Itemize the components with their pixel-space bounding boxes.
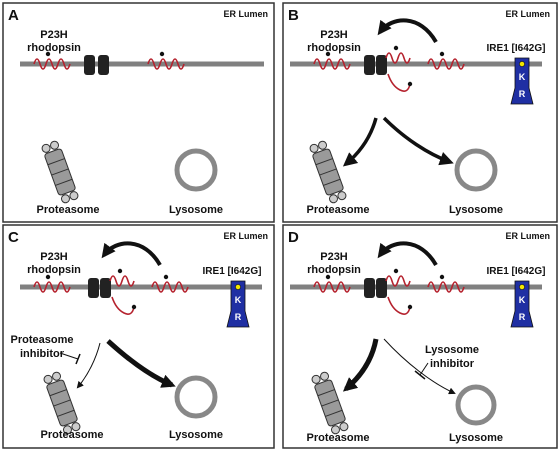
panel-border: [2, 2, 275, 223]
retrotranslocation-arrow: [377, 18, 438, 44]
chaperone-icon: [84, 55, 109, 75]
lysosome-icon: [174, 148, 218, 192]
lysosome-label: Lysosome: [449, 432, 503, 444]
rhodopsin-icon: [313, 51, 351, 70]
retrotranslocation-arrow: [101, 241, 162, 267]
proteasome-arrow: [342, 338, 379, 392]
lysosome-arrow: [106, 339, 176, 388]
proteasome-arrow: [342, 117, 378, 167]
rhodopsin-icon: [33, 274, 71, 293]
chaperone-icon: [364, 55, 387, 75]
rhodopsin-icon: [427, 51, 465, 70]
proteasome-icon: [311, 371, 349, 435]
ire1-icon: K R: [226, 280, 250, 328]
ire1-icon: K R: [510, 57, 534, 105]
rnase-label: R: [519, 312, 526, 322]
lysosome-icon: [174, 375, 218, 419]
proteasome-arrow: [76, 342, 101, 389]
rhodopsin-icon: [385, 268, 413, 315]
kinase-label: K: [235, 295, 242, 305]
lysosome-arrow: [382, 116, 454, 166]
inhibition-line: [419, 362, 429, 376]
lysosome-label: Lysosome: [449, 204, 503, 216]
inhibition-bar: [414, 370, 426, 380]
chaperone-icon: [364, 278, 387, 298]
rhodopsin-icon: [385, 45, 413, 92]
lysosome-icon: [454, 148, 498, 192]
rhodopsin-icon: [33, 51, 71, 70]
panel-c: C ER Lumen P23H rhodopsin IRE1 [I642G]: [2, 224, 275, 449]
chaperone-icon: [88, 278, 111, 298]
protein-label: rhodopsin: [27, 264, 81, 276]
protein-label: P23H: [320, 251, 348, 263]
kinase-label: K: [519, 295, 526, 305]
proteasome-icon: [309, 140, 347, 204]
region-label: ER Lumen: [223, 9, 268, 19]
rhodopsin-icon: [151, 274, 189, 293]
panel-a: A ER Lumen P23H rhodopsin Proteasome: [2, 2, 275, 223]
region-label: ER Lumen: [505, 231, 550, 241]
rhodopsin-icon: [147, 51, 185, 70]
rnase-label: R: [235, 312, 242, 322]
sensor-label: IRE1 [I642G]: [203, 266, 262, 277]
region-label: ER Lumen: [223, 231, 268, 241]
protein-label: P23H: [40, 29, 68, 41]
panel-letter: C: [8, 229, 19, 246]
proteasome-label: Proteasome: [41, 429, 104, 441]
lysosome-arrow: [383, 338, 456, 395]
panel-d: D ER Lumen P23H rhodopsin IRE1 [I642G]: [282, 224, 558, 449]
protein-label: P23H: [40, 251, 68, 263]
protein-label: rhodopsin: [27, 42, 81, 54]
lysosome-label: Lysosome: [169, 429, 223, 441]
proteasome-icon: [41, 140, 79, 204]
ire1-icon: K R: [510, 280, 534, 328]
inhibition-line: [59, 352, 79, 360]
panel-letter: D: [288, 229, 299, 246]
protein-label: P23H: [320, 29, 348, 41]
rhodopsin-icon: [427, 274, 465, 293]
panel-border: [2, 224, 275, 449]
inhibitor-label: inhibitor: [20, 348, 65, 360]
proteasome-icon: [43, 371, 81, 435]
rnase-label: R: [519, 89, 526, 99]
rhodopsin-icon: [313, 274, 351, 293]
panel-letter: B: [288, 7, 299, 24]
protein-label: rhodopsin: [307, 264, 361, 276]
inhibitor-label: inhibitor: [430, 358, 475, 370]
kinase-label: K: [519, 72, 526, 82]
panel-letter: A: [8, 7, 19, 24]
sensor-label: IRE1 [I642G]: [487, 43, 546, 54]
region-label: ER Lumen: [505, 9, 550, 19]
rhodopsin-icon: [109, 268, 137, 315]
lysosome-label: Lysosome: [169, 204, 223, 216]
lysosome-icon: [455, 384, 497, 426]
inhibition-bar: [75, 353, 81, 365]
proteasome-label: Proteasome: [307, 204, 370, 216]
panel-b: B ER Lumen P23H rhodopsin IRE1 [I642G]: [282, 2, 558, 223]
sensor-label: IRE1 [I642G]: [487, 266, 546, 277]
retrotranslocation-arrow: [377, 241, 438, 267]
inhibitor-label: Proteasome: [11, 334, 74, 346]
inhibitor-label: Lysosome: [425, 344, 479, 356]
protein-label: rhodopsin: [307, 42, 361, 54]
proteasome-label: Proteasome: [37, 204, 100, 216]
proteasome-label: Proteasome: [307, 432, 370, 444]
